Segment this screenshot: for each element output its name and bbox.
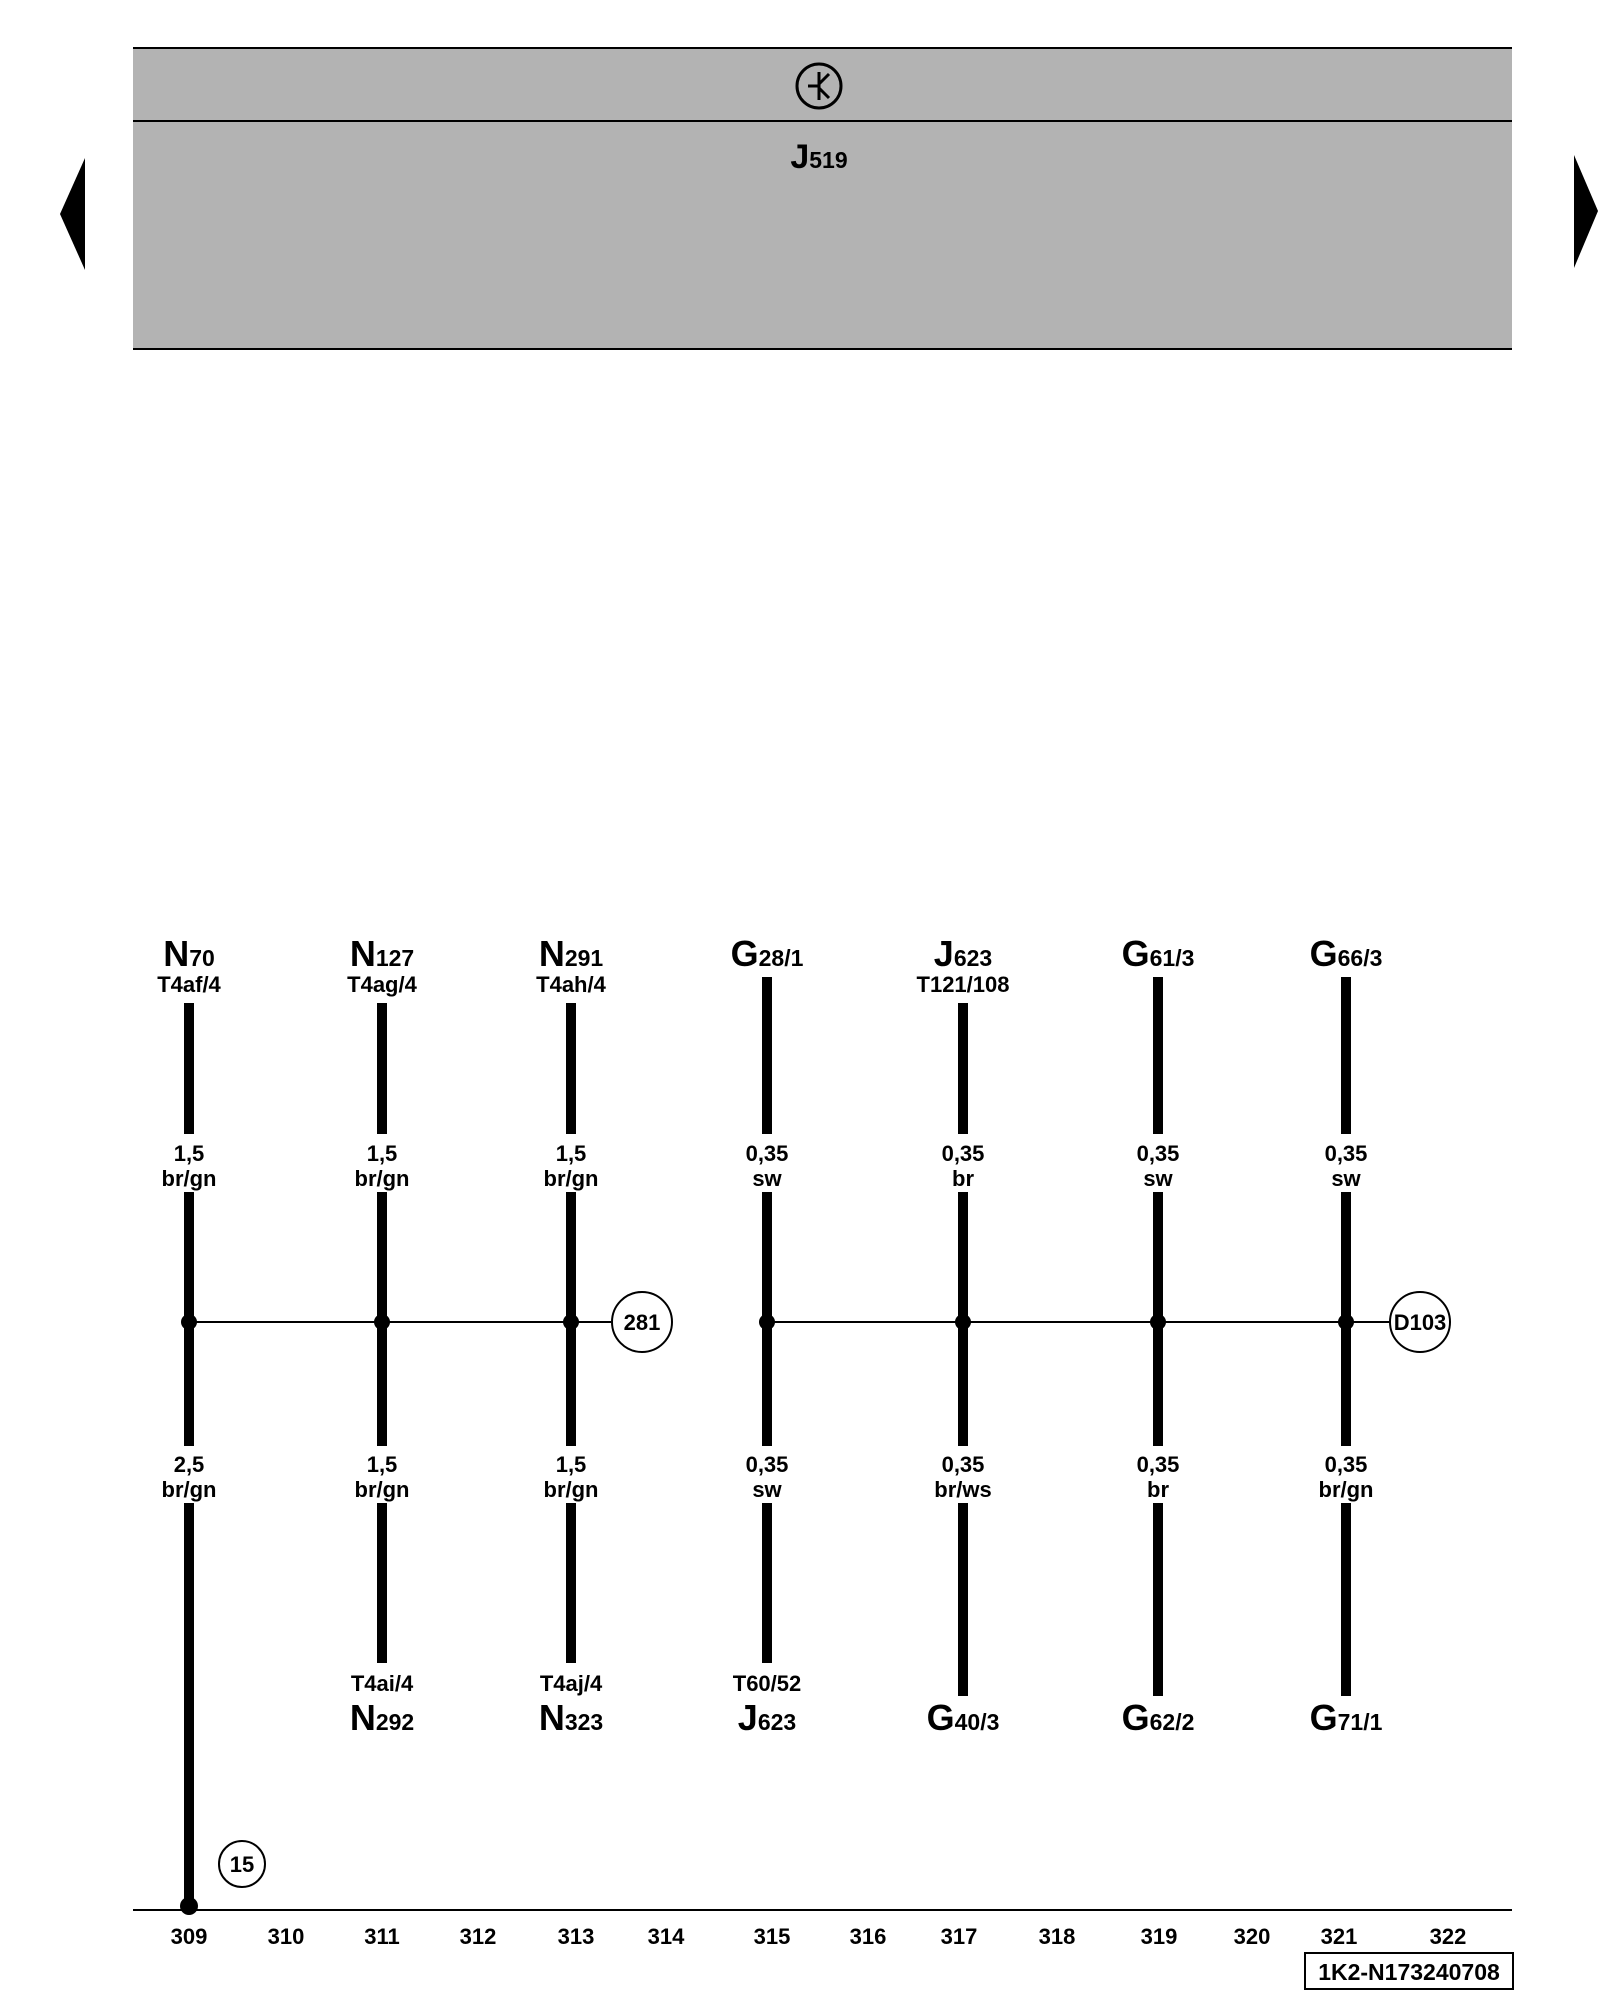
- track-number: 311: [364, 1924, 400, 1949]
- track-number: 310: [268, 1924, 305, 1949]
- bus-layer: 281 D103 15: [189, 1291, 1451, 1888]
- wire-top-component-label: N127: [350, 933, 414, 974]
- wires-layer: N70T4af/41,5br/gn2,5br/gnN127T4ag/41,5br…: [157, 933, 1383, 1915]
- wire-lower-size-label: 0,35: [1137, 1452, 1180, 1477]
- relay-ground-symbol-icon: [795, 62, 843, 110]
- connector-label: 281: [624, 1310, 661, 1335]
- header-band: J519: [133, 47, 1512, 350]
- wire-bottom-component-label: G40/3: [927, 1697, 1000, 1738]
- terminal-dot: [180, 1897, 198, 1915]
- track-number: 318: [1039, 1924, 1076, 1949]
- wire-upper-color-label: sw: [1331, 1166, 1361, 1191]
- track-number: 319: [1141, 1924, 1178, 1949]
- wire-lower-size-label: 2,5: [174, 1452, 205, 1477]
- track-number: 314: [648, 1924, 685, 1949]
- wire-top-component-label: J623: [934, 933, 992, 974]
- wire-upper-color-label: br: [952, 1166, 974, 1191]
- wire-upper-size-label: 0,35: [746, 1141, 789, 1166]
- doc-id-frame: [1304, 1952, 1514, 1990]
- wire-lower-color-label: br/gn: [162, 1477, 217, 1502]
- wire-lower-color-label: br/gn: [1319, 1477, 1374, 1502]
- wire-lower-color-label: br/gn: [544, 1477, 599, 1502]
- wire-lower-color-label: br/gn: [355, 1477, 410, 1502]
- wire-top-component-label: G61/3: [1122, 933, 1195, 974]
- wire-upper-color-label: sw: [752, 1166, 782, 1191]
- track-number: 313: [558, 1924, 595, 1949]
- track-number: 315: [754, 1924, 791, 1949]
- wire-upper-size-label: 1,5: [367, 1141, 398, 1166]
- wire-top-pin-label: T4ag/4: [347, 972, 417, 997]
- wire-lower-size-label: 1,5: [367, 1452, 398, 1477]
- wire-lower-size-label: 0,35: [1325, 1452, 1368, 1477]
- wire-bottom-component-label: G71/1: [1310, 1697, 1383, 1738]
- header-background: [133, 48, 1512, 349]
- wire-top-pin-label: T4af/4: [157, 972, 221, 997]
- wire-upper-size-label: 1,5: [556, 1141, 587, 1166]
- track-numbers: 309 310 311 312 313 314 315 316 317 318 319 320 321 3…: [171, 1924, 1467, 1949]
- triangle-right-icon[interactable]: [1574, 155, 1598, 268]
- track-number: 322: [1430, 1924, 1467, 1949]
- wire-top-component-label: G66/3: [1310, 933, 1383, 974]
- wire-upper-color-label: br/gn: [355, 1166, 410, 1191]
- wire-lower-size-label: 1,5: [556, 1452, 587, 1477]
- wire-top-pin-label: T4ah/4: [536, 972, 606, 997]
- wire-upper-color-label: br/gn: [544, 1166, 599, 1191]
- wire-upper-color-label: sw: [1143, 1166, 1173, 1191]
- wire-upper-size-label: 1,5: [174, 1141, 205, 1166]
- wire-top-pin-label: T121/108: [917, 972, 1010, 997]
- wire-lower-color-label: br: [1147, 1477, 1169, 1502]
- wire-bottom-component-label: N292: [350, 1697, 414, 1738]
- wire-bottom-pin-label: T4ai/4: [351, 1671, 414, 1696]
- wire-bottom-pin-label: T4aj/4: [540, 1671, 603, 1696]
- wire-lower-color-label: sw: [752, 1477, 782, 1502]
- wire-lower-color-label: br/ws: [934, 1477, 991, 1502]
- triangle-left-icon[interactable]: [60, 158, 85, 270]
- wire-bottom-component-label: N323: [539, 1697, 603, 1738]
- header-component-label: J519: [790, 138, 847, 176]
- terminal-circle: [218, 1840, 266, 1888]
- wire-bottom-pin-label: T60/52: [733, 1671, 802, 1696]
- wire-top-component-label: N291: [539, 933, 604, 974]
- wire-upper-size-label: 0,35: [1325, 1141, 1368, 1166]
- track-number: 316: [850, 1924, 887, 1949]
- wire-top-component-label: N70: [163, 933, 215, 974]
- wire-lower-size-label: 0,35: [746, 1452, 789, 1477]
- connector-label: D103: [1394, 1310, 1447, 1335]
- track-number: 317: [941, 1924, 978, 1949]
- doc-id-label: 1K2-N173240708: [1318, 1959, 1500, 1985]
- track-number: 321: [1321, 1924, 1358, 1949]
- wire-lower-size-label: 0,35: [942, 1452, 985, 1477]
- track-number: 320: [1234, 1924, 1271, 1949]
- wire-top-component-label: G28/1: [731, 933, 804, 974]
- connector-circle: [611, 1291, 673, 1353]
- wire-bottom-component-label: G62/2: [1122, 1697, 1195, 1738]
- wire-upper-size-label: 0,35: [1137, 1141, 1180, 1166]
- wire-bottom-component-label: J623: [738, 1697, 796, 1738]
- connector-circle: [1389, 1291, 1451, 1353]
- wire-upper-color-label: br/gn: [162, 1166, 217, 1191]
- doc-id-box: 1K2-N173240708: [1304, 1952, 1514, 1990]
- terminal-label: 15: [230, 1852, 254, 1877]
- track-number: 312: [460, 1924, 497, 1949]
- wire-upper-size-label: 0,35: [942, 1141, 985, 1166]
- track-number: 309: [171, 1924, 208, 1949]
